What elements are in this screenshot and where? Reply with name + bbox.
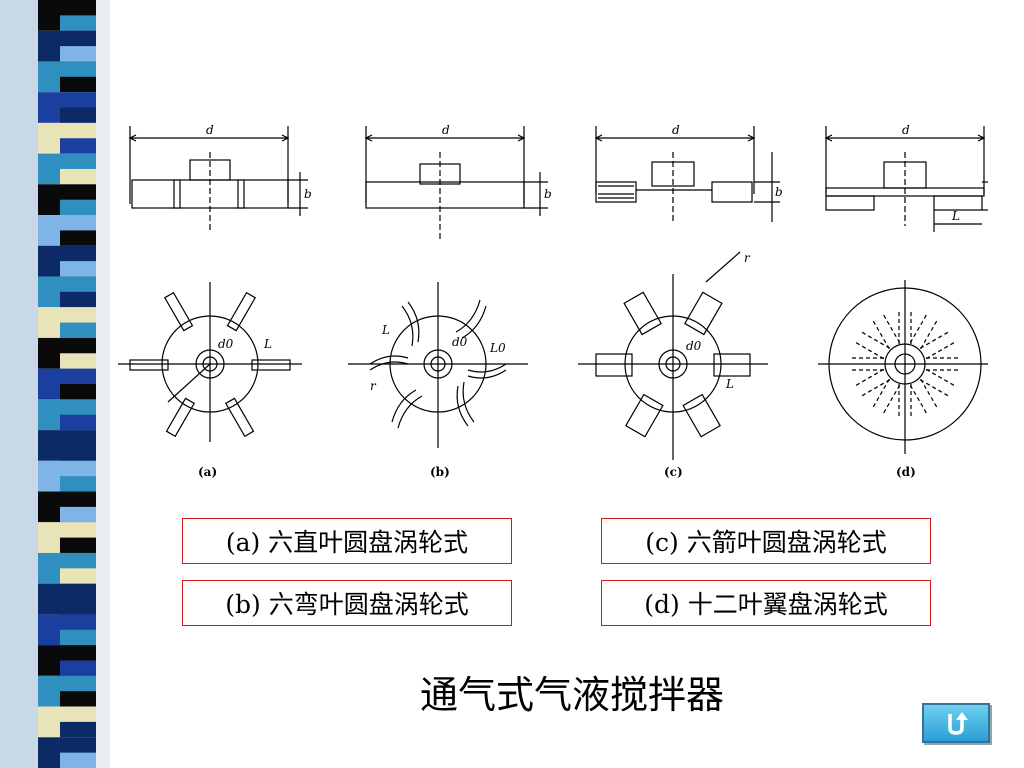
label-d-a: d [206,123,214,137]
label-d0-c: d0 [686,339,702,353]
stripe-cell [60,476,96,492]
stripe-cell [60,445,96,461]
label-L-d: L [951,209,960,223]
stripe-cell [60,537,96,553]
top-view-a [118,282,302,442]
decorative-side-stripe [0,0,110,768]
top-view-d [818,280,988,454]
label-L-b: L [381,323,390,337]
label-d-c: d [672,123,680,137]
label-b-b: b [544,187,552,201]
top-view-c [578,251,768,460]
side-view-d [824,126,988,232]
caption-b: (b) 六弯叶圆盘涡轮式 [182,580,512,626]
sublabel-a: (a) [198,465,217,479]
label-r-c: r [744,251,751,265]
side-view-a [128,126,308,232]
label-d0-a: d0 [218,337,234,351]
label-d-b: d [442,123,450,137]
sublabel-b: (b) [430,465,450,479]
slide-title: 通气式气液搅拌器 [419,673,724,717]
impeller-diagram: d d d d b b b b L L d0 L d0 L0 r d0 r L … [118,123,988,479]
stripe-cell [60,599,96,615]
label-L-a: L [263,337,272,351]
label-d0-b: d0 [452,335,468,349]
caption-d: (d) 十二叶翼盘涡轮式 [601,580,931,626]
stripe-cell [60,46,96,62]
stripe-cell [60,629,96,646]
label-L-c: L [725,377,734,391]
stripe-cell [60,168,96,185]
stripe-cell [60,752,96,768]
return-button[interactable] [922,703,990,743]
stripe-cell [60,230,96,246]
stripe-cell [60,414,96,431]
side-view-c [594,126,780,222]
stripe-cell [60,15,96,31]
stripe-cell [60,138,96,154]
label-b-c: b [775,185,783,199]
stripe-cell [60,261,96,277]
label-L0-b: L0 [489,341,506,355]
stripe-cell [60,721,96,738]
stripe-cell [60,568,96,584]
top-view-b [348,282,528,448]
stripe-cell [60,291,96,308]
label-r-b: r [370,379,377,393]
label-d-d: d [902,123,910,137]
stripe-cell [60,660,96,676]
sublabel-c: (c) [664,465,683,479]
stripe-cell [60,691,96,707]
label-b-a: b [304,187,312,201]
stripe-cell [60,322,96,338]
stripe-cell [60,199,96,216]
caption-c: (c) 六箭叶圆盘涡轮式 [601,518,931,564]
return-arrow-icon [948,712,968,735]
stripe-cell [60,353,96,369]
stripe-cell [60,76,96,93]
stripe-cell [60,107,96,123]
stripe-cell [60,506,96,523]
stripe-cell [60,384,96,400]
side-view-b [364,126,548,240]
caption-a: (a) 六直叶圆盘涡轮式 [182,518,512,564]
sublabel-d: (d) [896,465,916,479]
